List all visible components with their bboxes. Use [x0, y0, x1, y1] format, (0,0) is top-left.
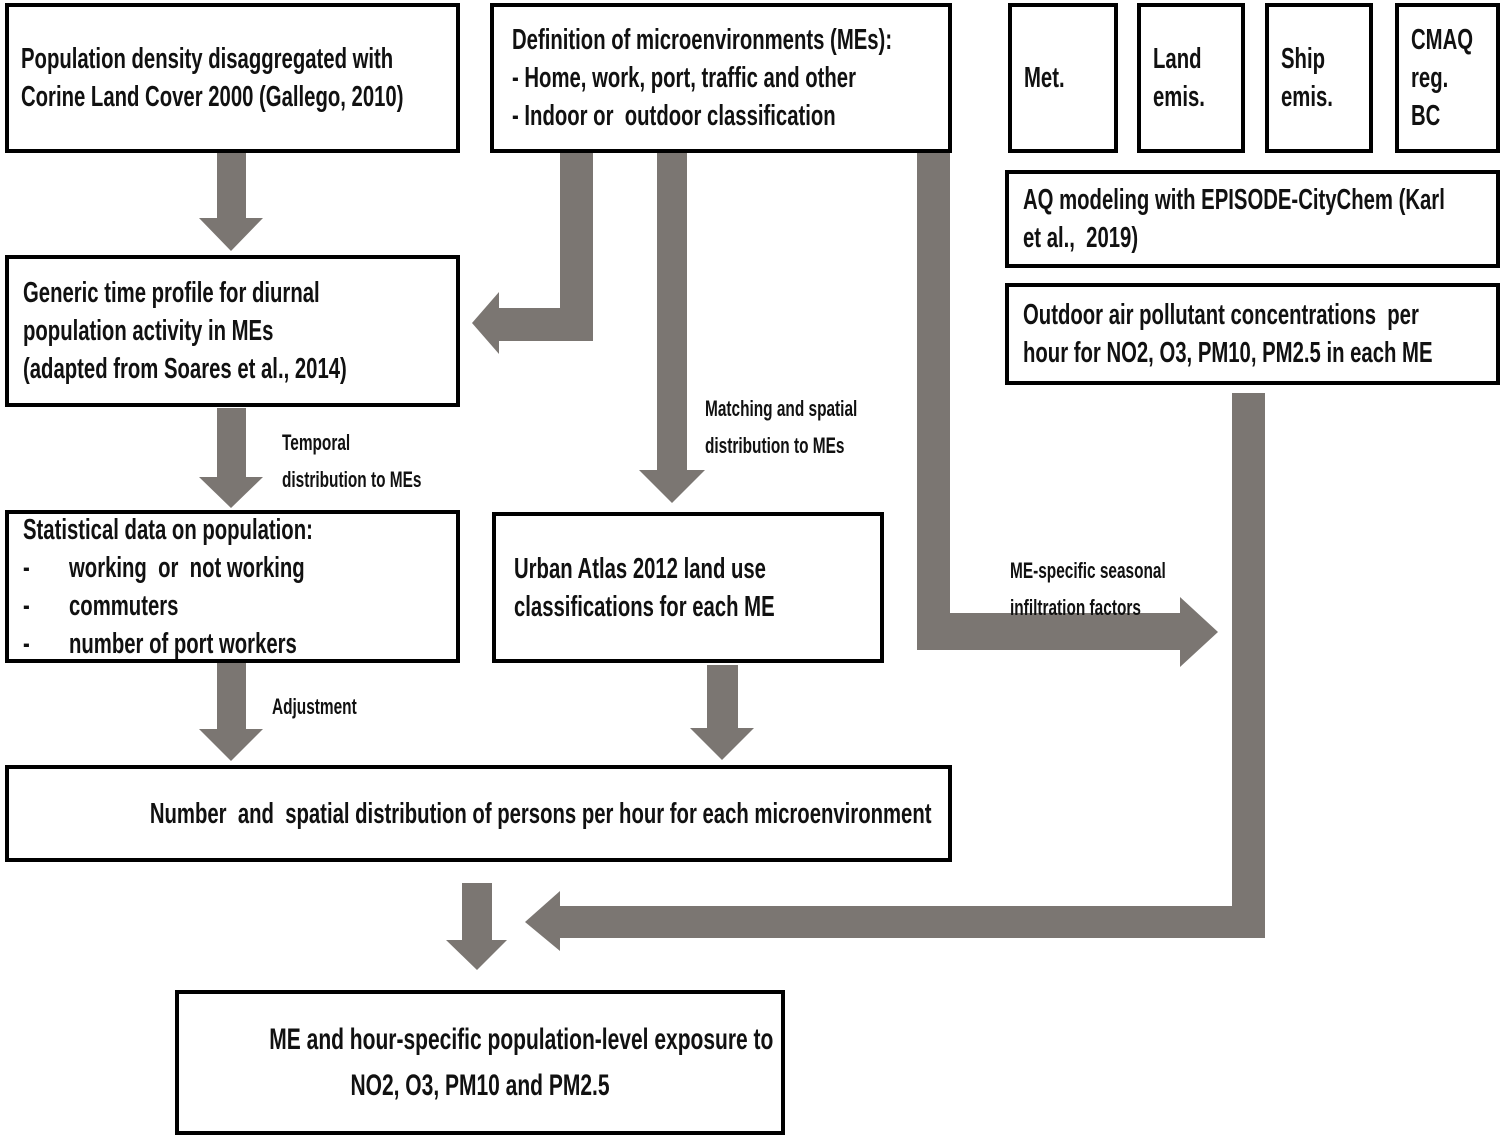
list-dash: -: [23, 551, 30, 584]
box-text-line: Ship: [1281, 43, 1325, 75]
box-definition-mes: Definition of microenvironments (MEs): -…: [490, 3, 952, 153]
box-text-line: ME and hour-specific population-level ex…: [269, 1022, 774, 1056]
label-matching-spatial: Matching and spatial distribution to MEs: [705, 396, 858, 458]
box-text-line: hour for NO2, O3, PM10, PM2.5 in each ME: [1023, 337, 1433, 369]
label-temporal-distribution: Temporal distribution to MEs: [282, 430, 422, 492]
box-statistical-data: Statistical data on population: - workin…: [5, 510, 460, 663]
box-text-line: AQ modeling with EPISODE-CityChem (Karl: [1023, 184, 1445, 216]
box-ship-emissions: Ship emis.: [1265, 3, 1373, 153]
box-generic-time-profile: Generic time profile for diurnal populat…: [5, 255, 460, 407]
box-text-line: (adapted from Soares et al., 2014): [23, 353, 347, 385]
list-dash: -: [23, 627, 30, 660]
box-text-line: Met.: [1024, 62, 1065, 94]
box-text-line: Urban Atlas 2012 land use: [514, 552, 766, 585]
box-text-line: NO2, O3, PM10 and PM2.5: [350, 1068, 610, 1102]
arrow-population-to-generic: [199, 153, 263, 251]
list-item: - working or not working: [23, 549, 450, 587]
box-text-line: - Home, work, port, traffic and other: [512, 62, 857, 94]
box-population-density: Population density disaggregated with Co…: [5, 3, 460, 153]
box-text-line: population activity in MEs: [23, 315, 274, 347]
box-text-line: Number and spatial distribution of perso…: [149, 797, 932, 830]
arrow-definition-to-urban: [639, 153, 705, 503]
box-text-line: Corine Land Cover 2000 (Gallego, 2010): [21, 81, 404, 113]
list-item-text: number of port workers: [69, 627, 297, 660]
box-text-line: - Indoor or outdoor classification: [512, 100, 836, 132]
box-urban-atlas: Urban Atlas 2012 land use classification…: [492, 512, 884, 663]
list-dash: -: [23, 589, 30, 622]
box-text-line: reg.: [1411, 62, 1449, 94]
box-text-line: emis.: [1153, 81, 1205, 113]
arrow-definition-to-generic: [472, 153, 593, 354]
box-land-emissions: Land emis.: [1137, 3, 1245, 153]
box-outdoor-concentrations: Outdoor air pollutant concentrations per…: [1005, 283, 1500, 385]
list-item: - number of port workers: [23, 625, 450, 663]
box-aq-modeling: AQ modeling with EPISODE-CityChem (Karl …: [1005, 170, 1500, 268]
list-item-text: commuters: [69, 589, 179, 622]
arrow-outdoor-to-exposure: [525, 393, 1265, 951]
box-cmaq-regional-bc: CMAQ reg. BC: [1395, 3, 1500, 153]
box-persons-per-hour: Number and spatial distribution of perso…: [5, 765, 952, 862]
arrow-definition-to-infiltration: [917, 153, 1218, 667]
arrow-generic-to-statistical: [199, 408, 263, 508]
box-text-line: Population density disaggregated with: [21, 43, 394, 75]
list-item: - commuters: [23, 587, 450, 625]
arrow-urban-to-persons: [690, 665, 754, 760]
box-text-line: Definition of microenvironments (MEs):: [512, 24, 893, 56]
box-text-line: CMAQ: [1411, 24, 1474, 56]
list-item-text: working or not working: [69, 551, 305, 584]
box-text-line: Land: [1153, 43, 1202, 75]
box-exposure-result: ME and hour-specific population-level ex…: [175, 990, 785, 1135]
label-adjustment: Adjustment: [272, 694, 357, 719]
arrow-persons-to-exposure: [446, 883, 507, 970]
arrow-statistical-to-persons: [199, 663, 263, 761]
box-met: Met.: [1008, 3, 1118, 153]
box-text-line: classifications for each ME: [514, 590, 775, 623]
box-text-line: Statistical data on population:: [23, 513, 313, 546]
box-text-line: emis.: [1281, 81, 1333, 113]
box-text-line: et al., 2019): [1023, 222, 1139, 254]
box-text-line: Generic time profile for diurnal: [23, 277, 320, 309]
label-infiltration-factors: ME-specific seasonal infiltration factor…: [1010, 558, 1166, 620]
box-text-line: Outdoor air pollutant concentrations per: [1023, 299, 1419, 331]
box-text-line: BC: [1411, 100, 1441, 132]
